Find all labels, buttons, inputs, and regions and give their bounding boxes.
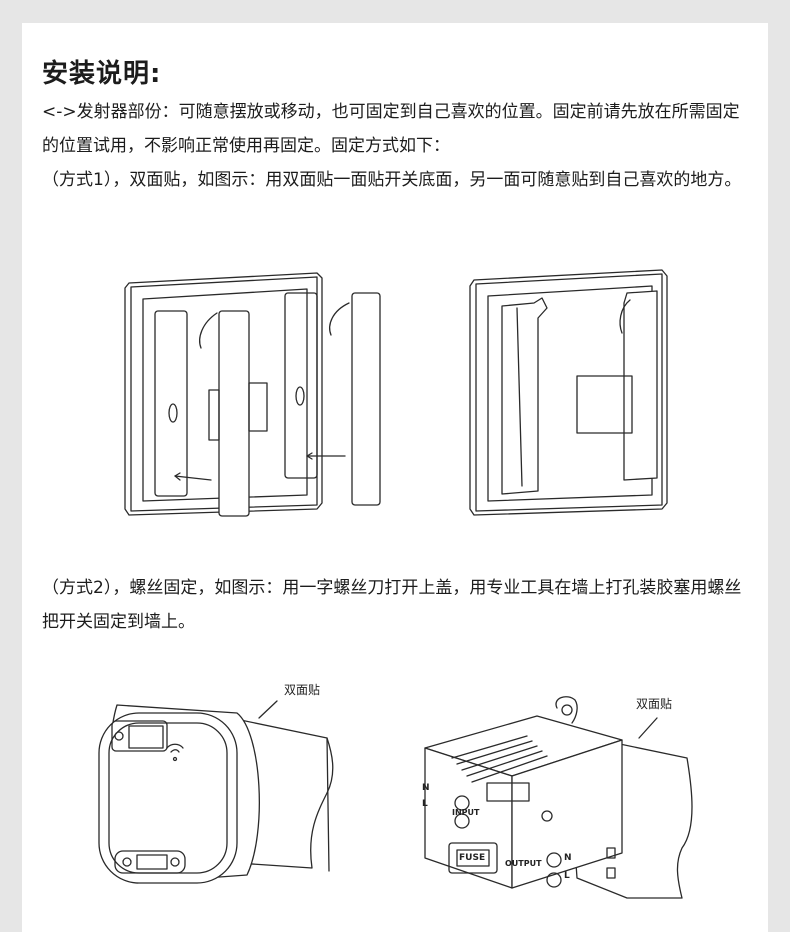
instruction-sheet: 安装说明: <->发射器部份：可随意摆放或移动，也可固定到自己喜欢的位置。固定前… bbox=[22, 23, 768, 932]
input-l-label: L bbox=[422, 799, 428, 809]
method2-paragraph: （方式2），螺丝固定，如图示：用一字螺丝刀打开上盖，用专业工具在墙上打孔装胶塞用… bbox=[42, 578, 742, 632]
intro-paragraph: <->发射器部份：可随意摆放或移动，也可固定到自己喜欢的位置。固定前请先放在所需… bbox=[42, 102, 740, 156]
adhesive-label-right: 双面贴 bbox=[636, 697, 673, 711]
input-n-label: N bbox=[422, 783, 430, 793]
receiver-adhesive-diagram bbox=[98, 700, 334, 884]
output-n-label: N bbox=[564, 853, 572, 863]
fuse-label: FUSE bbox=[459, 853, 486, 863]
method1-paragraph: （方式1），双面贴，如图示：用双面贴一面贴开关底面，另一面可随意贴到自己喜欢的地… bbox=[42, 170, 742, 190]
adhesive-label-left: 双面贴 bbox=[284, 683, 321, 697]
switch-panel-adhesive-diagram bbox=[124, 272, 381, 517]
page-title: 安装说明: bbox=[42, 59, 162, 89]
output-l-label: L bbox=[564, 871, 570, 881]
output-label: OUTPUT bbox=[505, 859, 542, 868]
input-label: INPUT bbox=[452, 808, 480, 817]
switch-panel-mounted-diagram bbox=[469, 269, 668, 516]
controller-adhesive-diagram bbox=[424, 696, 693, 899]
